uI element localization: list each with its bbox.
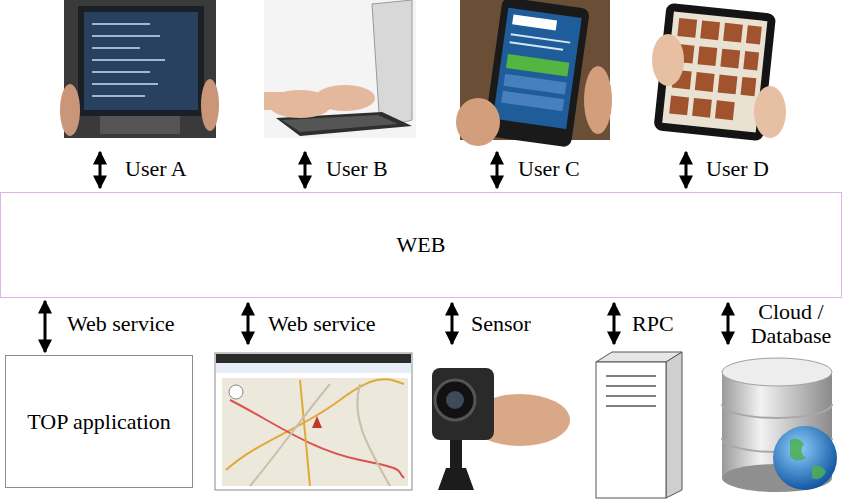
camera-sensor xyxy=(432,368,570,490)
service-label: Web service xyxy=(268,312,376,336)
desktop-photo xyxy=(60,0,219,138)
server-tower xyxy=(596,352,682,498)
tablet-photo xyxy=(652,3,786,142)
database-cylinder xyxy=(722,358,837,492)
service-label: RPC xyxy=(632,312,674,336)
laptop-photo xyxy=(264,0,416,138)
user-label: User C xyxy=(518,157,580,181)
node-text: WEB xyxy=(397,232,446,257)
application-box: TOP application xyxy=(5,355,193,488)
smartphone-photo xyxy=(456,0,612,148)
node-text: TOP application xyxy=(27,409,171,434)
double-arrow-connector xyxy=(44,301,47,352)
double-arrow xyxy=(100,152,686,188)
user-label: User B xyxy=(326,157,388,181)
service-label: Web service xyxy=(67,312,175,336)
double-arrow xyxy=(248,303,728,344)
map-screenshot xyxy=(215,353,412,490)
service-label: Cloud / Database xyxy=(742,300,840,348)
user-label: User A xyxy=(125,157,187,181)
user-label: User D xyxy=(706,157,769,181)
web-band: WEB xyxy=(0,192,842,298)
service-label: Sensor xyxy=(471,312,531,336)
